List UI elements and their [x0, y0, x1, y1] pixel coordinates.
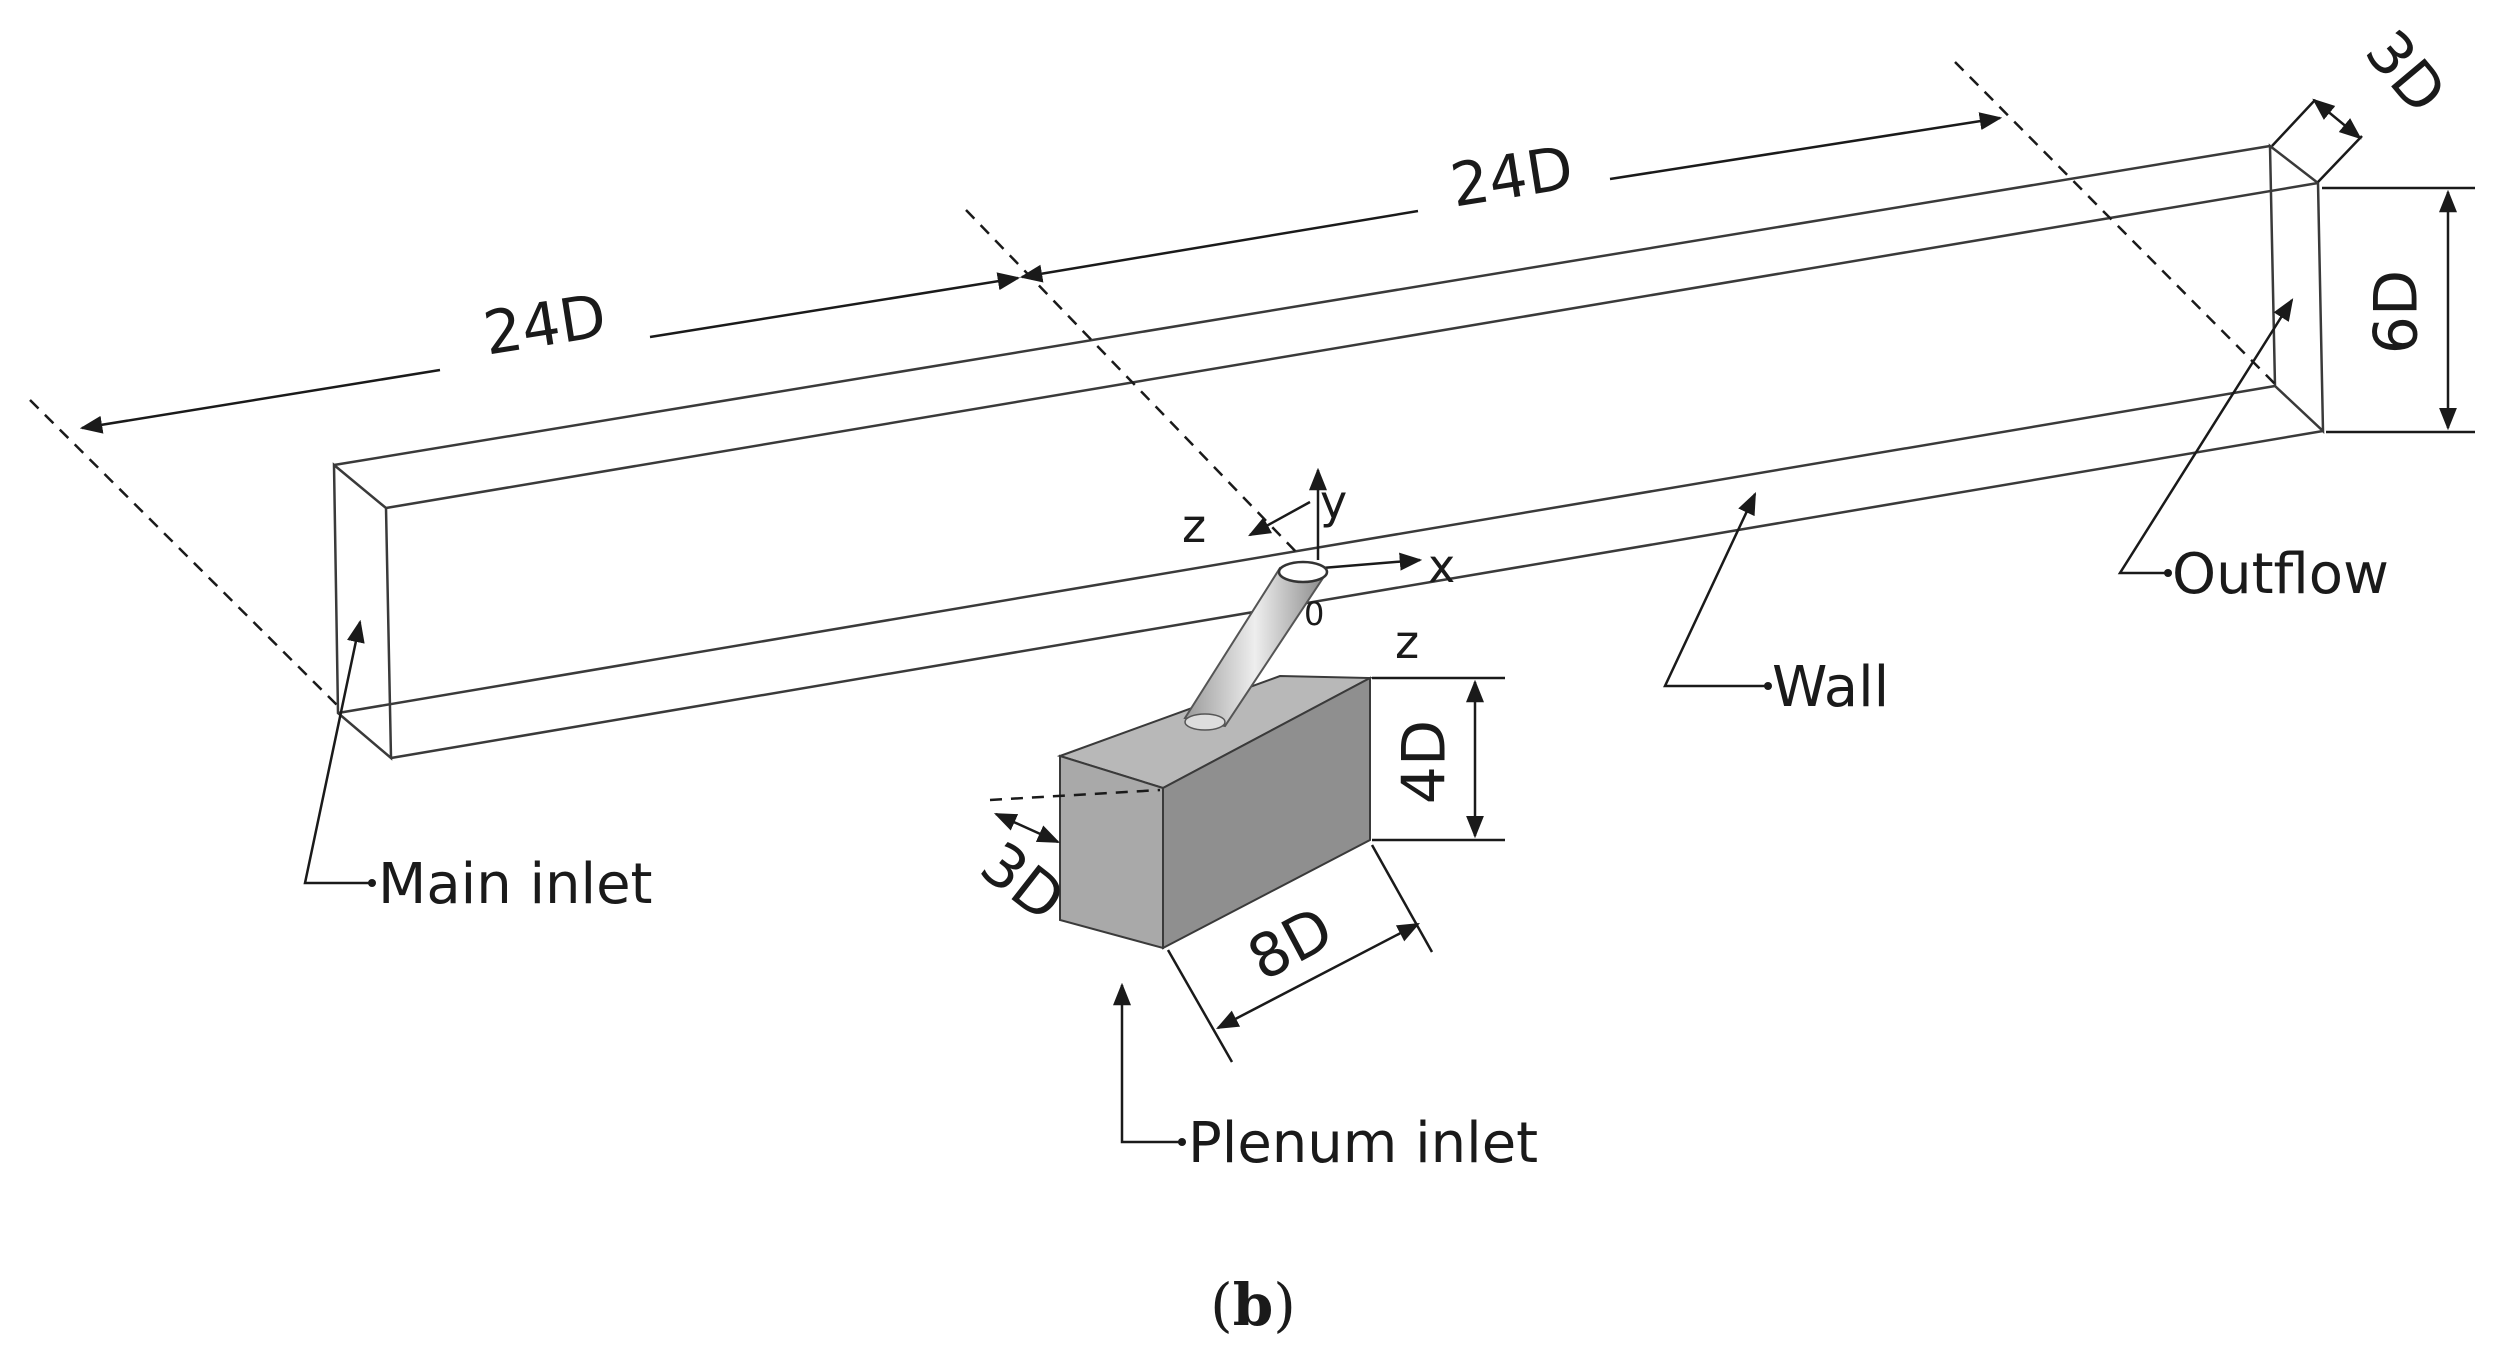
leader-dot-outflow: [2164, 569, 2172, 577]
channel: [332, 143, 2325, 761]
label-plenum-inlet: Plenum inlet: [1188, 1111, 1538, 1176]
channel-bottom-front-edge: [390, 429, 2324, 760]
extension-line-plenum-length-a: [1166, 949, 1234, 1063]
injection-pipe: [1183, 560, 1329, 731]
dimension-label-height: 6D: [2362, 270, 2432, 354]
extension-line-width-b: [2317, 135, 2363, 183]
callout-outflow: Outflow: [2117, 298, 2389, 607]
extension-line-plenum-depth: [989, 788, 1161, 802]
extension-line-middle: [965, 209, 1301, 557]
leader-dot-main-inlet: [368, 879, 376, 887]
axis-x-arrow: [1321, 552, 1423, 571]
pipe-base-hole: [1184, 713, 1226, 731]
label-main-inlet: Main inlet: [378, 852, 653, 917]
label-outflow: Outflow: [2172, 542, 2389, 607]
extension-line-width-a: [2271, 99, 2316, 147]
leader-dot-plenum-inlet: [1178, 1138, 1186, 1146]
dimension-line-left-a: [79, 368, 441, 434]
dimension-line-left-b: [649, 272, 1021, 339]
dimension-label-length-left: 24D: [479, 281, 611, 369]
leader-plenum-inlet: [1113, 982, 1182, 1144]
caption-letter: b: [1233, 1271, 1274, 1339]
leader-main-inlet: [303, 619, 372, 885]
channel-top-front-edge: [385, 181, 2319, 510]
dimension-label-length-right: 24D: [1446, 133, 1578, 221]
plenum-front-face: [1059, 754, 1164, 950]
leader-outflow: [2117, 298, 2294, 575]
axis-label-z-plenum: z: [1395, 615, 1419, 669]
dimension-label-plenum-height: 4D: [1390, 720, 1460, 804]
dimension-line-width: [2312, 98, 2362, 140]
dimension-label-width: 3D: [2351, 17, 2459, 127]
channel-top-back-edge: [333, 144, 2271, 467]
dimension-label-plenum-length: 8D: [1237, 894, 1344, 995]
dimension-width: 3D: [2271, 17, 2459, 183]
extension-line-left: [29, 399, 341, 709]
dimension-line-plenum-depth: [993, 812, 1061, 844]
dimension-line-right-a: [1019, 209, 1419, 283]
leader-wall: [1663, 491, 1768, 688]
axis-z-arrow: [1248, 500, 1311, 537]
caption-open-paren: (: [1210, 1271, 1233, 1339]
channel-inlet-face: [332, 462, 393, 761]
dimension-line-plenum-length: [1216, 922, 1420, 1030]
callout-plenum-inlet: Plenum inlet: [1113, 982, 1538, 1176]
caption-close-paren: ): [1273, 1271, 1296, 1339]
pipe-outlet-hole: [1277, 560, 1329, 584]
dimension-line-right-b: [1609, 112, 2003, 181]
extension-line-plenum-length-b: [1370, 844, 1434, 953]
plenum: [1056, 674, 1374, 950]
plenum-side-face: [1162, 676, 1371, 950]
dimension-length-left: 24D: [29, 209, 1301, 709]
dimension-plenum-height: 4D: [1372, 676, 1505, 842]
channel-bottom-back-edge: [337, 384, 2276, 715]
extension-line-right: [1954, 61, 2276, 385]
dimension-height: 6D: [2322, 186, 2475, 434]
axis-label-x: x: [1428, 539, 1455, 593]
axis-label-y: y: [1320, 475, 1347, 529]
label-wall: Wall: [1772, 655, 1889, 720]
dimension-length-right: 24D: [1019, 61, 2276, 385]
callout-wall: Wall: [1663, 491, 1889, 720]
axis-label-z: z: [1182, 499, 1206, 553]
leader-dot-wall: [1764, 682, 1772, 690]
callout-main-inlet: Main inlet: [303, 619, 653, 917]
axis-label-origin: 0: [1304, 595, 1324, 633]
coordinate-axes: y x z 0: [1182, 467, 1455, 633]
figure-caption: (b): [1210, 1271, 1296, 1339]
